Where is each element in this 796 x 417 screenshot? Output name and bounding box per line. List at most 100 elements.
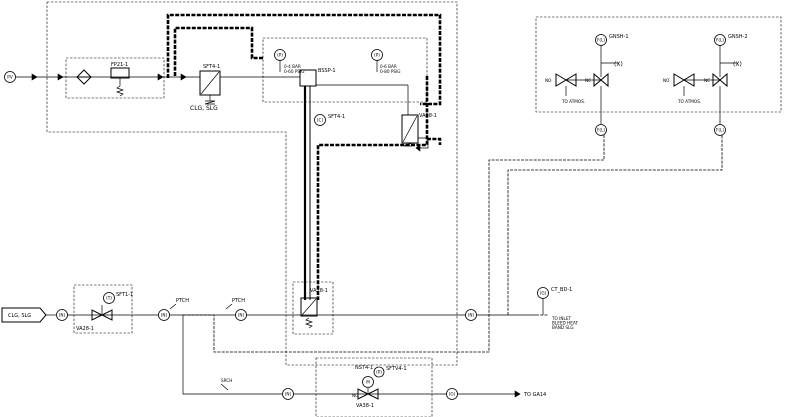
- srch-label: SRCH: [221, 378, 232, 383]
- manifold-block: [299, 69, 317, 87]
- tx-left-x: (X): [614, 61, 623, 68]
- node-bubble-inlet-label: (N): [59, 313, 66, 318]
- tx-right-x: (X): [733, 61, 742, 68]
- node-bubble-right: [465, 309, 477, 321]
- manifold-tag: BSSP-1: [318, 68, 336, 74]
- gas-branch-arrow: [514, 390, 521, 398]
- top-right-enclosure: [535, 16, 782, 113]
- node-bubble-gas1-label: (N): [285, 392, 292, 397]
- actuator-vent-arrow: [415, 144, 421, 152]
- manifold-enclosure: [262, 37, 428, 103]
- top-right-bubble-right-label: F(L): [716, 38, 724, 43]
- gas-valve-enclosure: [315, 357, 433, 417]
- regulator-body: [110, 67, 130, 79]
- ptch-leader-left: [169, 303, 177, 310]
- heavy-header-top: [166, 13, 442, 106]
- top-right-bottom-label-right: F(L): [716, 128, 724, 133]
- top-right-tag-right: GNSH-2: [728, 34, 748, 40]
- bowtie-right2-icon-b: [719, 72, 728, 88]
- heavy-header-inner: [173, 26, 263, 76]
- inlet-valve-tag: VA28-1: [76, 326, 94, 332]
- mid-valve-tag: VA28-1: [310, 288, 328, 294]
- gas-valve-tag: VA38-1: [356, 403, 374, 409]
- regulator-spring-icon: [115, 85, 125, 97]
- inlet-valve-icon-b: [100, 309, 113, 321]
- inlet-valve-bubble-label: (T): [106, 296, 112, 301]
- gas-bubble-tag: SFTV4-1: [386, 366, 407, 372]
- flow-arrow-2: [57, 73, 64, 81]
- flow-arrow-4: [180, 73, 187, 81]
- bowtie-left2-icon-b: [600, 72, 609, 88]
- signal-line-left: [183, 130, 605, 353]
- gas-valve-icon: [357, 388, 370, 400]
- node-bubble-gas2-label: (G): [449, 392, 456, 397]
- to-atmos-left: TO ATMOS.: [561, 99, 585, 104]
- sov-spring-icon: [204, 100, 216, 105]
- gas-ctrl-tag: NST4-1: [355, 365, 373, 371]
- bowtie-right-icon: [673, 73, 685, 87]
- valve-mid-enclosure: [292, 281, 334, 335]
- ptch-label-right: PTCH: [232, 298, 245, 304]
- gas-sensor-bubble: [373, 366, 385, 378]
- ct-bd-tag: CT_BD-1: [551, 287, 572, 293]
- top-right-bottom-bubble-right: [714, 124, 726, 136]
- ptch-leader-right: [225, 303, 233, 310]
- filter-tag: FP21-1: [111, 62, 128, 68]
- mid-valve-diagonal: [301, 298, 317, 316]
- mid-valve-spring-icon: [304, 317, 314, 329]
- gas-valve-icon-b: [366, 388, 379, 400]
- actuator-diagonal: [402, 115, 418, 143]
- node-bubble-ptch2: [235, 309, 247, 321]
- top-right-bottom-bubble-left: [595, 124, 607, 136]
- node-bubble-ptch1: [158, 309, 170, 321]
- gas-sensor-label: (P): [376, 370, 382, 375]
- inlet-valve-bubble: [103, 292, 115, 304]
- inlet-valve-icon: [91, 309, 104, 321]
- sov-diagonal: [200, 71, 220, 95]
- heavy-header-down: [316, 76, 429, 300]
- node-bubble-right-label: (N): [468, 313, 475, 318]
- inlet-valve-enclosure: [73, 284, 133, 334]
- no-left-label: NO: [545, 78, 552, 83]
- pv-bubble: [4, 71, 16, 83]
- actuator-vent: [418, 137, 429, 149]
- node-bubble-ptch2-label: (N): [238, 313, 245, 318]
- to-atmos-right: TO ATMOS.: [677, 99, 701, 104]
- nc-gas-label: NC: [352, 393, 358, 398]
- ptch-label-left: PTCH: [176, 298, 189, 304]
- filter-enclosure: [65, 57, 165, 99]
- actuator-spring-icon: [403, 142, 413, 147]
- heavy-header-short: [427, 137, 442, 145]
- mid-valve-body: [300, 297, 318, 317]
- bowtie-left-icon: [555, 73, 567, 87]
- clg-slg-arrow-box: [1, 307, 47, 323]
- top-right-bubble-left-label: F(L): [597, 38, 605, 43]
- clg-slg-arrow-label: CLG, SLG: [8, 313, 31, 319]
- node-bubble-ptch1-label: (N): [161, 313, 168, 318]
- top-right-bottom-label-left: F(L): [597, 128, 605, 133]
- sov-mid-tag: SFT4-1: [328, 114, 345, 120]
- ct-bubble-label: (G): [540, 291, 547, 296]
- sov-tag: SFT4-1: [203, 64, 220, 70]
- node-bubble-gas1: [282, 388, 294, 400]
- nc-right-label: NC: [704, 78, 710, 83]
- flow-arrow-1: [31, 73, 38, 81]
- signal-line-right: [507, 130, 723, 315]
- to-ga14-label: TO GA14: [523, 392, 546, 398]
- gauge-right-label: (P): [374, 53, 380, 58]
- gas-motor-label: M: [366, 380, 370, 385]
- clg-slg-label-top: CLG, SLG: [190, 105, 218, 112]
- gauge-left-label: (P): [277, 53, 283, 58]
- srch-leader: [220, 383, 229, 391]
- flow-ctrl-tag: SFT1-1: [116, 292, 133, 298]
- top-right-tag-left: GNSH-1: [609, 34, 629, 40]
- upper-left-enclosure: [46, 1, 458, 366]
- filter-icon: [76, 69, 92, 85]
- node-bubble-inlet: [56, 309, 68, 321]
- control-bubble-mid: [314, 114, 326, 126]
- nc-left-label: NC: [585, 78, 591, 83]
